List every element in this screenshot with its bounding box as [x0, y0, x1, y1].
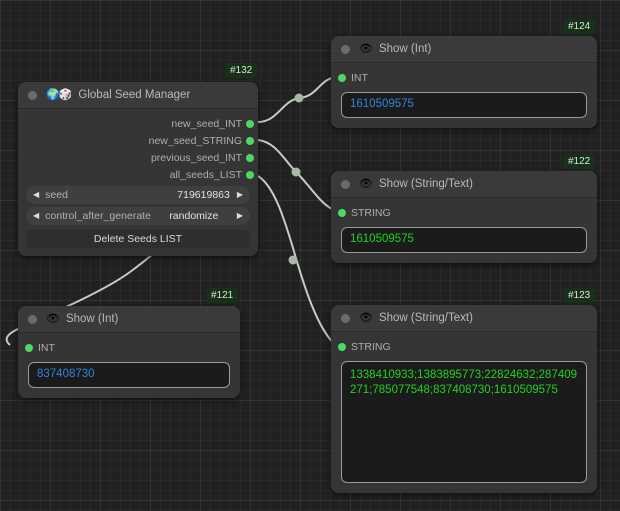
- collapse-dot-icon[interactable]: [341, 44, 350, 54]
- output-port-label: previous_seed_INT: [150, 151, 242, 164]
- wire-midpoint-dot: [288, 255, 298, 265]
- node-show-int-124[interactable]: 👁 Show (Int) INT 1610509575: [331, 36, 597, 128]
- eye-icon: 👁: [46, 312, 60, 325]
- widget-seed-value[interactable]: 719619863: [177, 189, 230, 201]
- node-title-label: Global Seed Manager: [78, 89, 191, 101]
- node-body: STRING 1338410933;1383895773;22824632;28…: [331, 332, 597, 493]
- chevron-right-icon[interactable]: ▶: [236, 211, 243, 220]
- node-show-int-121[interactable]: 👁 Show (Int) INT 837408730: [18, 306, 240, 398]
- value-display-string[interactable]: 1338410933;1383895773;22824632;287409271…: [341, 361, 587, 483]
- output-port-label: new_seed_STRING: [148, 134, 242, 147]
- output-port-previous-seed-int[interactable]: previous_seed_INT: [18, 149, 258, 166]
- output-port-all-seeds-list[interactable]: all_seeds_LIST: [18, 166, 258, 183]
- node-id-badge-122: #122: [563, 154, 596, 169]
- input-port-int[interactable]: INT: [18, 339, 240, 356]
- widget-seed-label: seed: [45, 189, 68, 201]
- wire-132-new-seed-string-to-122: [257, 139, 338, 212]
- chevron-left-icon[interactable]: ◀: [33, 190, 40, 199]
- wire-midpoint-dot: [294, 93, 304, 103]
- wire-132-new-seed-int-to-124: [257, 76, 338, 123]
- collapse-dot-icon[interactable]: [341, 313, 350, 323]
- output-port-label: new_seed_INT: [171, 117, 242, 130]
- port-dot-icon[interactable]: [246, 170, 254, 179]
- node-title-label: Show (String/Text): [378, 312, 473, 324]
- wire-132-all-seeds-to-123: [257, 175, 338, 347]
- value-display-int[interactable]: 1610509575: [341, 92, 587, 118]
- widget-control-value[interactable]: randomize: [169, 210, 219, 222]
- port-dot-icon[interactable]: [246, 153, 254, 162]
- node-id-badge-123: #123: [563, 288, 596, 303]
- input-port-label: INT: [38, 341, 55, 354]
- node-body: STRING 1610509575: [331, 198, 597, 263]
- port-dot-icon[interactable]: [246, 136, 254, 145]
- node-global-seed-manager[interactable]: 🌍🎲 Global Seed Manager new_seed_INT new_…: [18, 82, 258, 256]
- node-title-bar[interactable]: 👁 Show (Int): [331, 36, 597, 63]
- eye-icon: 👁: [359, 311, 373, 324]
- wire-midpoint-dot: [291, 167, 301, 177]
- input-port-label: INT: [351, 71, 368, 84]
- input-port-label: STRING: [351, 206, 391, 219]
- port-dot-icon[interactable]: [338, 208, 346, 217]
- node-title-bar[interactable]: 👁 Show (String/Text): [331, 171, 597, 198]
- port-dot-icon[interactable]: [338, 73, 346, 82]
- widget-control-after-generate[interactable]: ◀ control_after_generate randomize ▶: [26, 207, 250, 225]
- collapse-dot-icon[interactable]: [341, 179, 350, 189]
- node-body: INT 837408730: [18, 333, 240, 398]
- collapse-dot-icon[interactable]: [28, 90, 37, 100]
- input-port-int[interactable]: INT: [331, 69, 597, 86]
- port-dot-icon[interactable]: [338, 342, 346, 351]
- output-port-label: all_seeds_LIST: [169, 168, 242, 181]
- delete-seeds-list-button[interactable]: Delete Seeds LIST: [26, 230, 250, 248]
- widget-seed[interactable]: ◀ seed 719619863 ▶: [26, 186, 250, 204]
- eye-icon: 👁: [359, 42, 373, 55]
- input-port-string[interactable]: STRING: [331, 338, 597, 355]
- globe-dice-icon: 🌍🎲: [46, 88, 72, 101]
- output-port-new-seed-string[interactable]: new_seed_STRING: [18, 132, 258, 149]
- node-title-label: Show (Int): [65, 313, 119, 325]
- chevron-left-icon[interactable]: ◀: [33, 211, 40, 220]
- node-id-badge-132: #132: [225, 63, 258, 78]
- node-title-bar[interactable]: 🌍🎲 Global Seed Manager: [18, 82, 258, 109]
- value-display-int[interactable]: 837408730: [28, 362, 230, 388]
- input-port-string[interactable]: STRING: [331, 204, 597, 221]
- node-show-string-122[interactable]: 👁 Show (String/Text) STRING 1610509575: [331, 171, 597, 263]
- input-port-label: STRING: [351, 340, 391, 353]
- output-port-new-seed-int[interactable]: new_seed_INT: [18, 115, 258, 132]
- node-show-string-123[interactable]: 👁 Show (String/Text) STRING 1338410933;1…: [331, 305, 597, 493]
- node-title-label: Show (String/Text): [378, 178, 473, 190]
- node-title-label: Show (Int): [378, 43, 432, 55]
- port-dot-icon[interactable]: [25, 343, 33, 352]
- node-id-badge-121: #121: [206, 288, 239, 303]
- node-id-badge-124: #124: [563, 19, 596, 34]
- value-display-string[interactable]: 1610509575: [341, 227, 587, 253]
- node-body: INT 1610509575: [331, 63, 597, 128]
- node-title-bar[interactable]: 👁 Show (Int): [18, 306, 240, 333]
- eye-icon: 👁: [359, 177, 373, 190]
- widget-control-label: control_after_generate: [45, 210, 151, 222]
- port-dot-icon[interactable]: [246, 119, 254, 128]
- chevron-right-icon[interactable]: ▶: [236, 190, 243, 199]
- node-body: new_seed_INT new_seed_STRING previous_se…: [18, 109, 258, 256]
- collapse-dot-icon[interactable]: [28, 314, 37, 324]
- node-title-bar[interactable]: 👁 Show (String/Text): [331, 305, 597, 332]
